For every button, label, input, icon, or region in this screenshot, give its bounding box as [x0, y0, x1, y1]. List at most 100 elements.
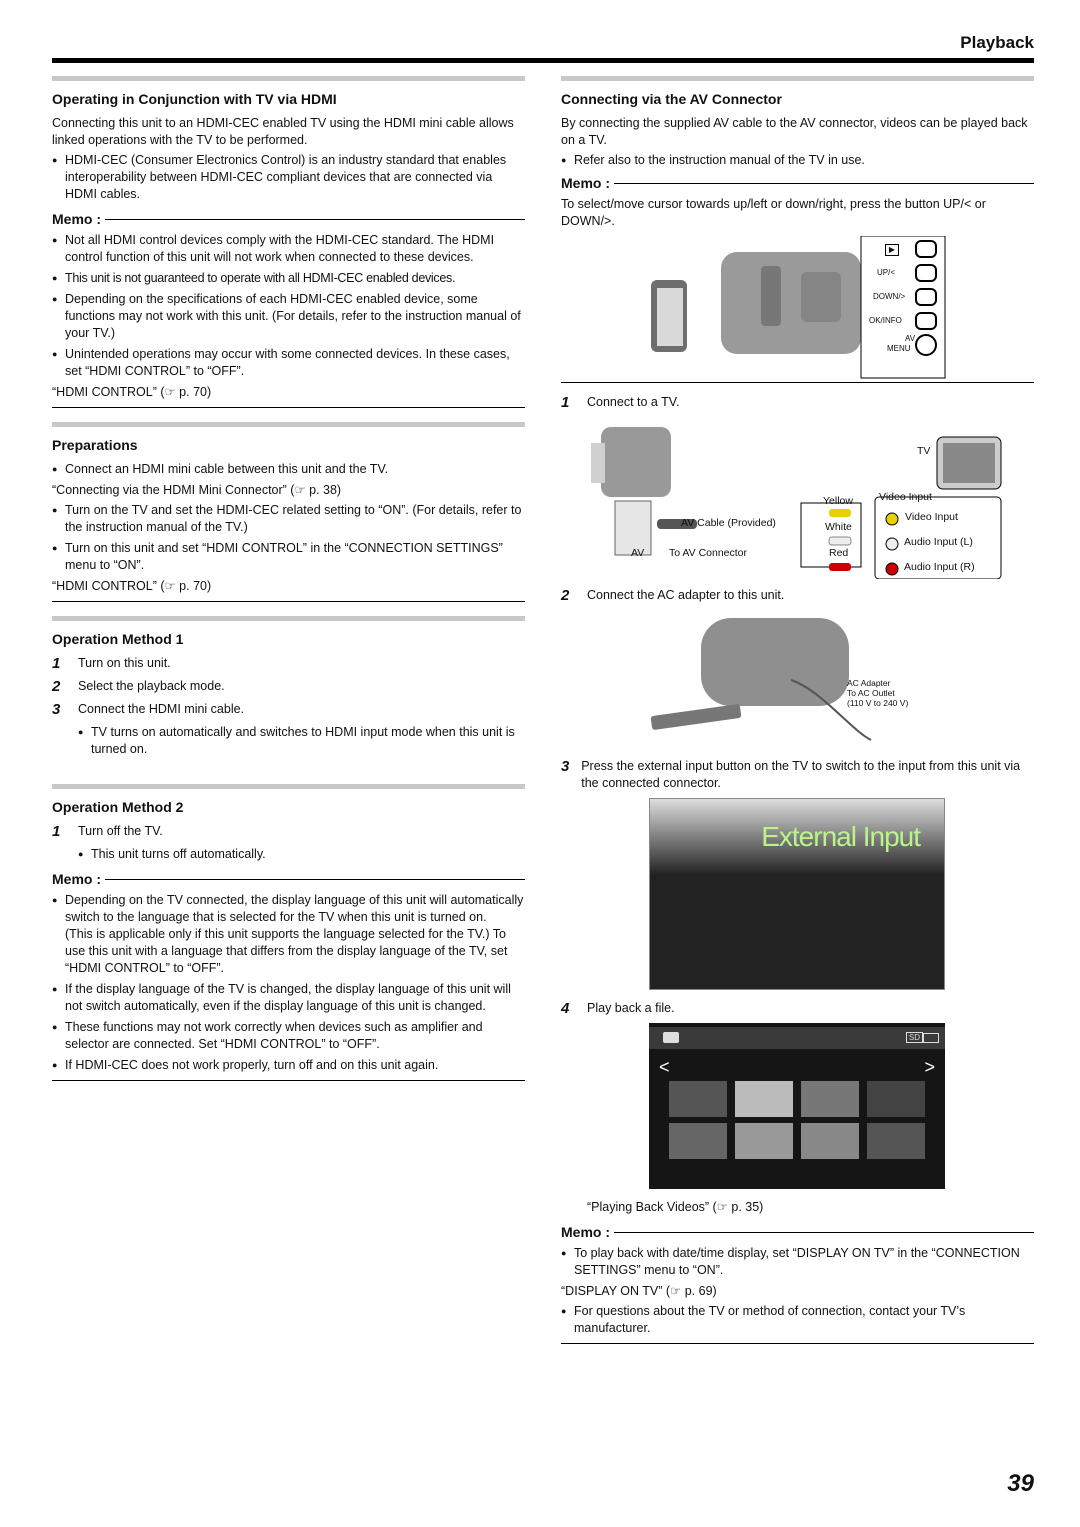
memo-item: This unit is not guaranteed to operate w… — [52, 270, 525, 287]
memo-heading: Memo : — [561, 1224, 1034, 1240]
playback-index-screen: SD < > — [561, 1023, 1034, 1191]
memo-item: To play back with date/time display, set… — [561, 1245, 1034, 1279]
video-input-label: Video Input — [905, 511, 958, 523]
connection-illustration — [591, 427, 1002, 580]
section-end-rule — [561, 1343, 1034, 1344]
step-text: Connect to a TV. — [587, 395, 680, 409]
red-plug-label: Red — [829, 547, 849, 559]
ac-adapter-label-block: AC Adapter To AC Outlet (110 V to 240 V) — [847, 678, 908, 708]
ac-adapter-label: AC Adapter — [847, 678, 891, 688]
step-text: Connect the AC adapter to this unit. — [587, 588, 785, 602]
external-input-screen: External Input — [561, 798, 1034, 992]
hdmi-mini-connector-ref[interactable]: “Connecting via the HDMI Mini Connector”… — [52, 483, 342, 497]
memo-text: Depending on the TV connected, the displ… — [65, 893, 524, 924]
step-number: 1 — [52, 655, 61, 672]
left-column: Operating in Conjunction with TV via HDM… — [52, 70, 525, 1095]
page-number: 39 — [1007, 1470, 1034, 1497]
camera-illustration — [561, 235, 1034, 383]
thumbnail[interactable] — [669, 1081, 727, 1117]
op1-sub-list: TV turns on automatically and switches t… — [52, 724, 525, 758]
yellow-plug-label: Yellow — [823, 495, 853, 507]
white-plug-label: White — [825, 521, 852, 533]
display-on-tv-ref[interactable]: “DISPLAY ON TV” (☞ p. 69) — [561, 1284, 717, 1298]
thumbnail[interactable] — [867, 1081, 925, 1117]
prep-bullet: Turn on the TV and set the HDMI-CEC rela… — [52, 502, 525, 536]
hdmi-section-title: Operating in Conjunction with TV via HDM… — [52, 91, 337, 107]
play-button[interactable] — [915, 240, 937, 258]
av-intro: By connecting the supplied AV cable to t… — [561, 116, 1028, 147]
thumbnail[interactable] — [735, 1081, 793, 1117]
thumbnail[interactable] — [801, 1123, 859, 1159]
to-av-connector-label: To AV Connector — [669, 547, 748, 559]
memo-heading: Memo : — [52, 871, 525, 887]
av-connection-figure: TV Video Input Video Input Audio Input (… — [561, 417, 1034, 580]
down-right-button[interactable] — [915, 288, 937, 306]
memo-heading: Memo : — [52, 211, 525, 227]
playing-back-videos-ref[interactable]: “Playing Back Videos” (☞ p. 35) — [587, 1200, 764, 1214]
op1-step: 3 Connect the HDMI mini cable. — [52, 701, 525, 718]
memo-item: Not all HDMI control devices comply with… — [52, 232, 525, 266]
memo-item: For questions about the TV or method of … — [561, 1303, 1034, 1337]
op1-sub-bullet: TV turns on automatically and switches t… — [78, 724, 525, 758]
video-camera-icon — [663, 1032, 679, 1043]
step-number: 3 — [561, 758, 570, 775]
thumbnail[interactable] — [801, 1081, 859, 1117]
prev-page-button[interactable]: < — [659, 1057, 670, 1077]
memo-label: Memo : — [561, 1224, 610, 1240]
next-page-button[interactable]: > — [924, 1057, 935, 1077]
hdmi-bullet: HDMI-CEC (Consumer Electronics Control) … — [52, 152, 525, 203]
step-connect-ac: 2 Connect the AC adapter to this unit. — [561, 587, 1034, 604]
section-bar — [52, 422, 525, 427]
op2-memo-list: Depending on the TV connected, the displ… — [52, 892, 525, 1074]
section-bar — [52, 616, 525, 621]
memo-item: If HDMI-CEC does not work properly, turn… — [52, 1057, 525, 1074]
final-memo-list-1: To play back with date/time display, set… — [561, 1245, 1034, 1279]
up-left-button[interactable] — [915, 264, 937, 282]
thumbnail[interactable] — [867, 1123, 925, 1159]
step-number: 3 — [52, 701, 61, 718]
prep-list-1: Connect an HDMI mini cable between this … — [52, 461, 525, 478]
memo-label: Memo : — [52, 871, 101, 887]
step-text: Play back a file. — [587, 1001, 675, 1015]
sd-card-icon: SD — [905, 1032, 923, 1043]
operation-method-2-title: Operation Method 2 — [52, 799, 184, 815]
section-bar — [52, 76, 525, 81]
down-right-label: DOWN/> — [873, 292, 906, 301]
camera-buttons-figure: ▶ UP/< DOWN/> OK/INFO AV MENU — [561, 235, 1034, 386]
ok-info-label: OK/INFO — [869, 316, 902, 325]
step-number: 2 — [561, 587, 570, 604]
operation-method-1-title: Operation Method 1 — [52, 631, 184, 647]
memo-heading: Memo : — [561, 175, 1034, 191]
av-menu-button[interactable] — [915, 334, 937, 356]
step-number: 2 — [52, 678, 61, 695]
memo-item: These functions may not work correctly w… — [52, 1019, 525, 1053]
op2-step: 1 Turn off the TV. — [52, 823, 525, 840]
memo-item: Unintended operations may occur with som… — [52, 346, 525, 380]
section-end-rule — [52, 601, 525, 602]
prep-bullet: Connect an HDMI mini cable between this … — [52, 461, 525, 478]
hdmi-control-ref[interactable]: “HDMI CONTROL” (☞ p. 70) — [52, 385, 212, 399]
ok-info-button[interactable] — [915, 312, 937, 330]
final-memo-list-2: For questions about the TV or method of … — [561, 1303, 1034, 1337]
step-text: Connect the HDMI mini cable. — [78, 702, 245, 716]
memo-item: Depending on the TV connected, the displ… — [52, 892, 525, 977]
hdmi-control-ref[interactable]: “HDMI CONTROL” (☞ p. 70) — [52, 579, 212, 593]
step-text: Turn off the TV. — [78, 824, 163, 838]
thumbnail[interactable] — [735, 1123, 793, 1159]
section-bar — [52, 784, 525, 789]
hdmi-intro: Connecting this unit to an HDMI-CEC enab… — [52, 116, 514, 147]
memo-text: (This is applicable only if this unit su… — [65, 927, 508, 975]
memo-label: Memo : — [561, 175, 610, 191]
step-play-file: 4 Play back a file. — [561, 1000, 1034, 1017]
step-number: 1 — [52, 823, 61, 840]
prep-list-2: Turn on the TV and set the HDMI-CEC rela… — [52, 502, 525, 574]
play-mode-icon: ▶ — [885, 244, 899, 256]
ac-outlet-label: To AC Outlet — [847, 688, 895, 698]
header-rule — [52, 58, 1034, 63]
memo-label: Memo : — [52, 211, 101, 227]
thumbnail[interactable] — [669, 1123, 727, 1159]
step-number: 4 — [561, 1000, 570, 1017]
section-bar — [561, 76, 1034, 81]
